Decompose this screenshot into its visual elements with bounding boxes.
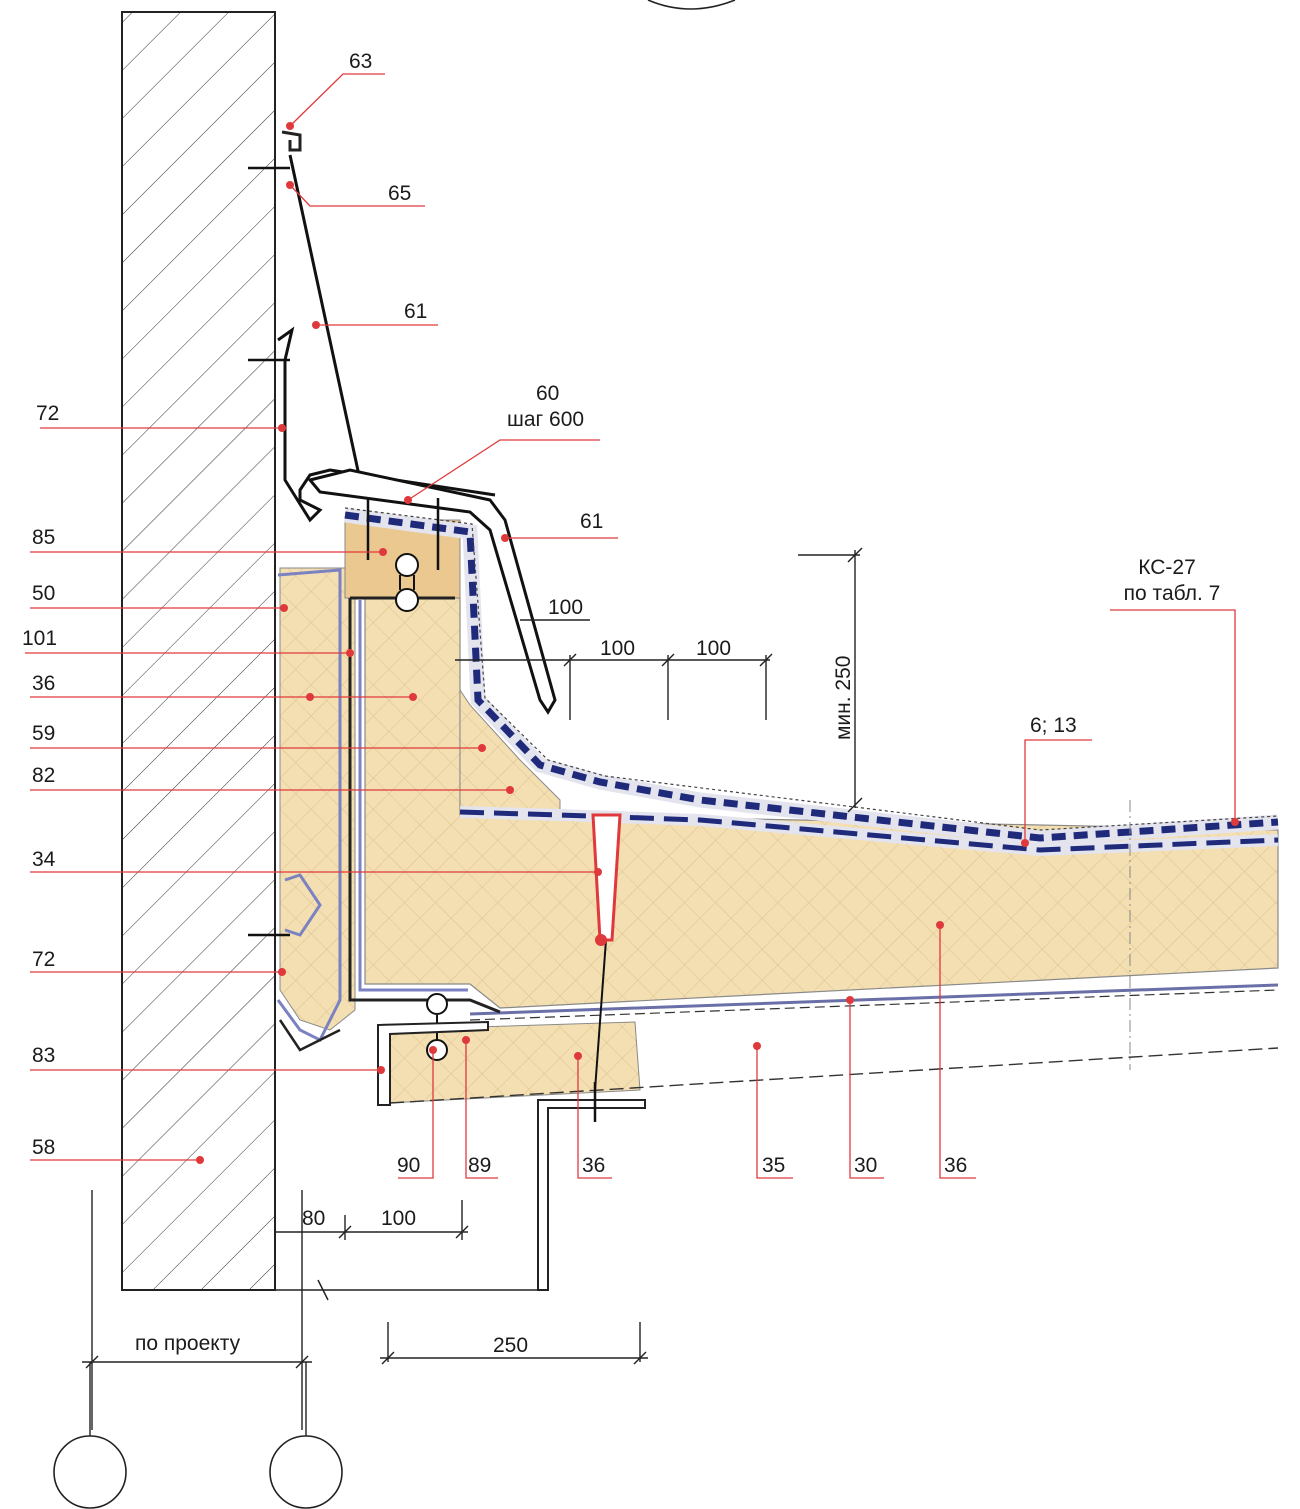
callout-61a: 61 [312, 300, 438, 329]
callout-61b: 61 [501, 510, 618, 542]
callout-83: 83 [30, 1044, 385, 1074]
label-34: 34 [32, 848, 56, 871]
callout-36c: 36 [936, 921, 976, 1179]
grid-axis-right [269, 1435, 343, 1509]
label-36b: 36 [582, 1154, 605, 1177]
support-insulation-block [379, 1021, 641, 1104]
label-36c: 36 [944, 1154, 967, 1177]
deck-underside [389, 1047, 1279, 1104]
label-ks27-table: по табл. 7 [1124, 582, 1221, 605]
dimension-80-100: 80 100 [275, 1200, 469, 1240]
callout-50: 50 [30, 582, 288, 612]
dimension-250: 250 [380, 1322, 648, 1365]
label-60-step: шаг 600 [507, 408, 584, 431]
grid-axis-bubbles [53, 1435, 343, 1509]
label-63: 63 [349, 50, 372, 73]
callout-89: 89 [462, 1036, 498, 1179]
label-35: 35 [762, 1154, 785, 1177]
label-ks27: КС-27 [1138, 556, 1196, 579]
callout-72b: 72 [30, 948, 286, 976]
callout-82: 82 [30, 764, 514, 794]
dimension-wall-thickness: по проекту [82, 1190, 312, 1436]
dim-100-b: 100 [696, 637, 731, 660]
label-50: 50 [32, 582, 55, 605]
callout-36a: 36 [30, 672, 417, 701]
label-72a: 72 [36, 402, 59, 425]
label-36a: 36 [32, 672, 55, 695]
label-85: 85 [32, 526, 55, 549]
callout-59: 59 [30, 722, 486, 752]
dim-by-project: по проекту [135, 1332, 241, 1355]
label-90: 90 [397, 1154, 420, 1177]
label-6-13: 6; 13 [1030, 714, 1077, 737]
label-30: 30 [854, 1154, 877, 1177]
dim-min-250: мин. 250 [832, 656, 855, 740]
grid-axis-left [53, 1435, 127, 1509]
label-61a: 61 [404, 300, 427, 323]
callout-35: 35 [753, 1042, 793, 1179]
callout-101: 101 [22, 627, 354, 657]
masonry-wall [121, 11, 276, 1291]
vapour-barrier [469, 983, 1279, 1016]
dimension-min-250: мин. 250 [798, 547, 863, 813]
telescopic-anchor [591, 813, 622, 1091]
callout-ks27: КС-27 по табл. 7 [1110, 556, 1239, 826]
section-marker-fragment [647, 0, 736, 10]
dimension-upstand-offsets: 100 100 [455, 637, 773, 720]
label-61b: 61 [580, 510, 603, 533]
dim-250: 250 [493, 1334, 528, 1357]
label-59: 59 [32, 722, 55, 745]
parapet-lining [276, 568, 501, 1043]
callout-34: 34 [30, 848, 602, 876]
callout-85: 85 [30, 526, 387, 556]
label-65: 65 [388, 182, 411, 205]
callout-72a: 72 [36, 402, 286, 432]
callout-63: 63 [286, 50, 385, 130]
label-60: 60 [536, 382, 559, 405]
break-line [275, 1279, 540, 1301]
dimension-flashing-overlap: 100 [520, 596, 590, 621]
wall-flashing [277, 130, 557, 1052]
callout-65: 65 [286, 181, 425, 207]
label-101: 101 [22, 627, 57, 650]
callout-60: 60 шаг 600 [404, 382, 600, 504]
callout-6-13: 6; 13 [1021, 714, 1092, 847]
callout-58: 58 [30, 1136, 204, 1164]
label-82: 82 [32, 764, 55, 787]
dim-80: 80 [302, 1207, 325, 1230]
dim-100-a: 100 [600, 637, 635, 660]
label-58: 58 [32, 1136, 55, 1159]
label-89: 89 [468, 1154, 491, 1177]
callout-90: 90 [397, 1046, 437, 1179]
callout-30: 30 [846, 996, 884, 1179]
callout-36b: 36 [574, 1052, 612, 1179]
label-72b: 72 [32, 948, 55, 971]
dim-100-bottom: 100 [381, 1207, 416, 1230]
dim-100-top: 100 [548, 596, 583, 619]
waterproofing-membrane [343, 507, 1279, 857]
label-83: 83 [32, 1044, 55, 1067]
